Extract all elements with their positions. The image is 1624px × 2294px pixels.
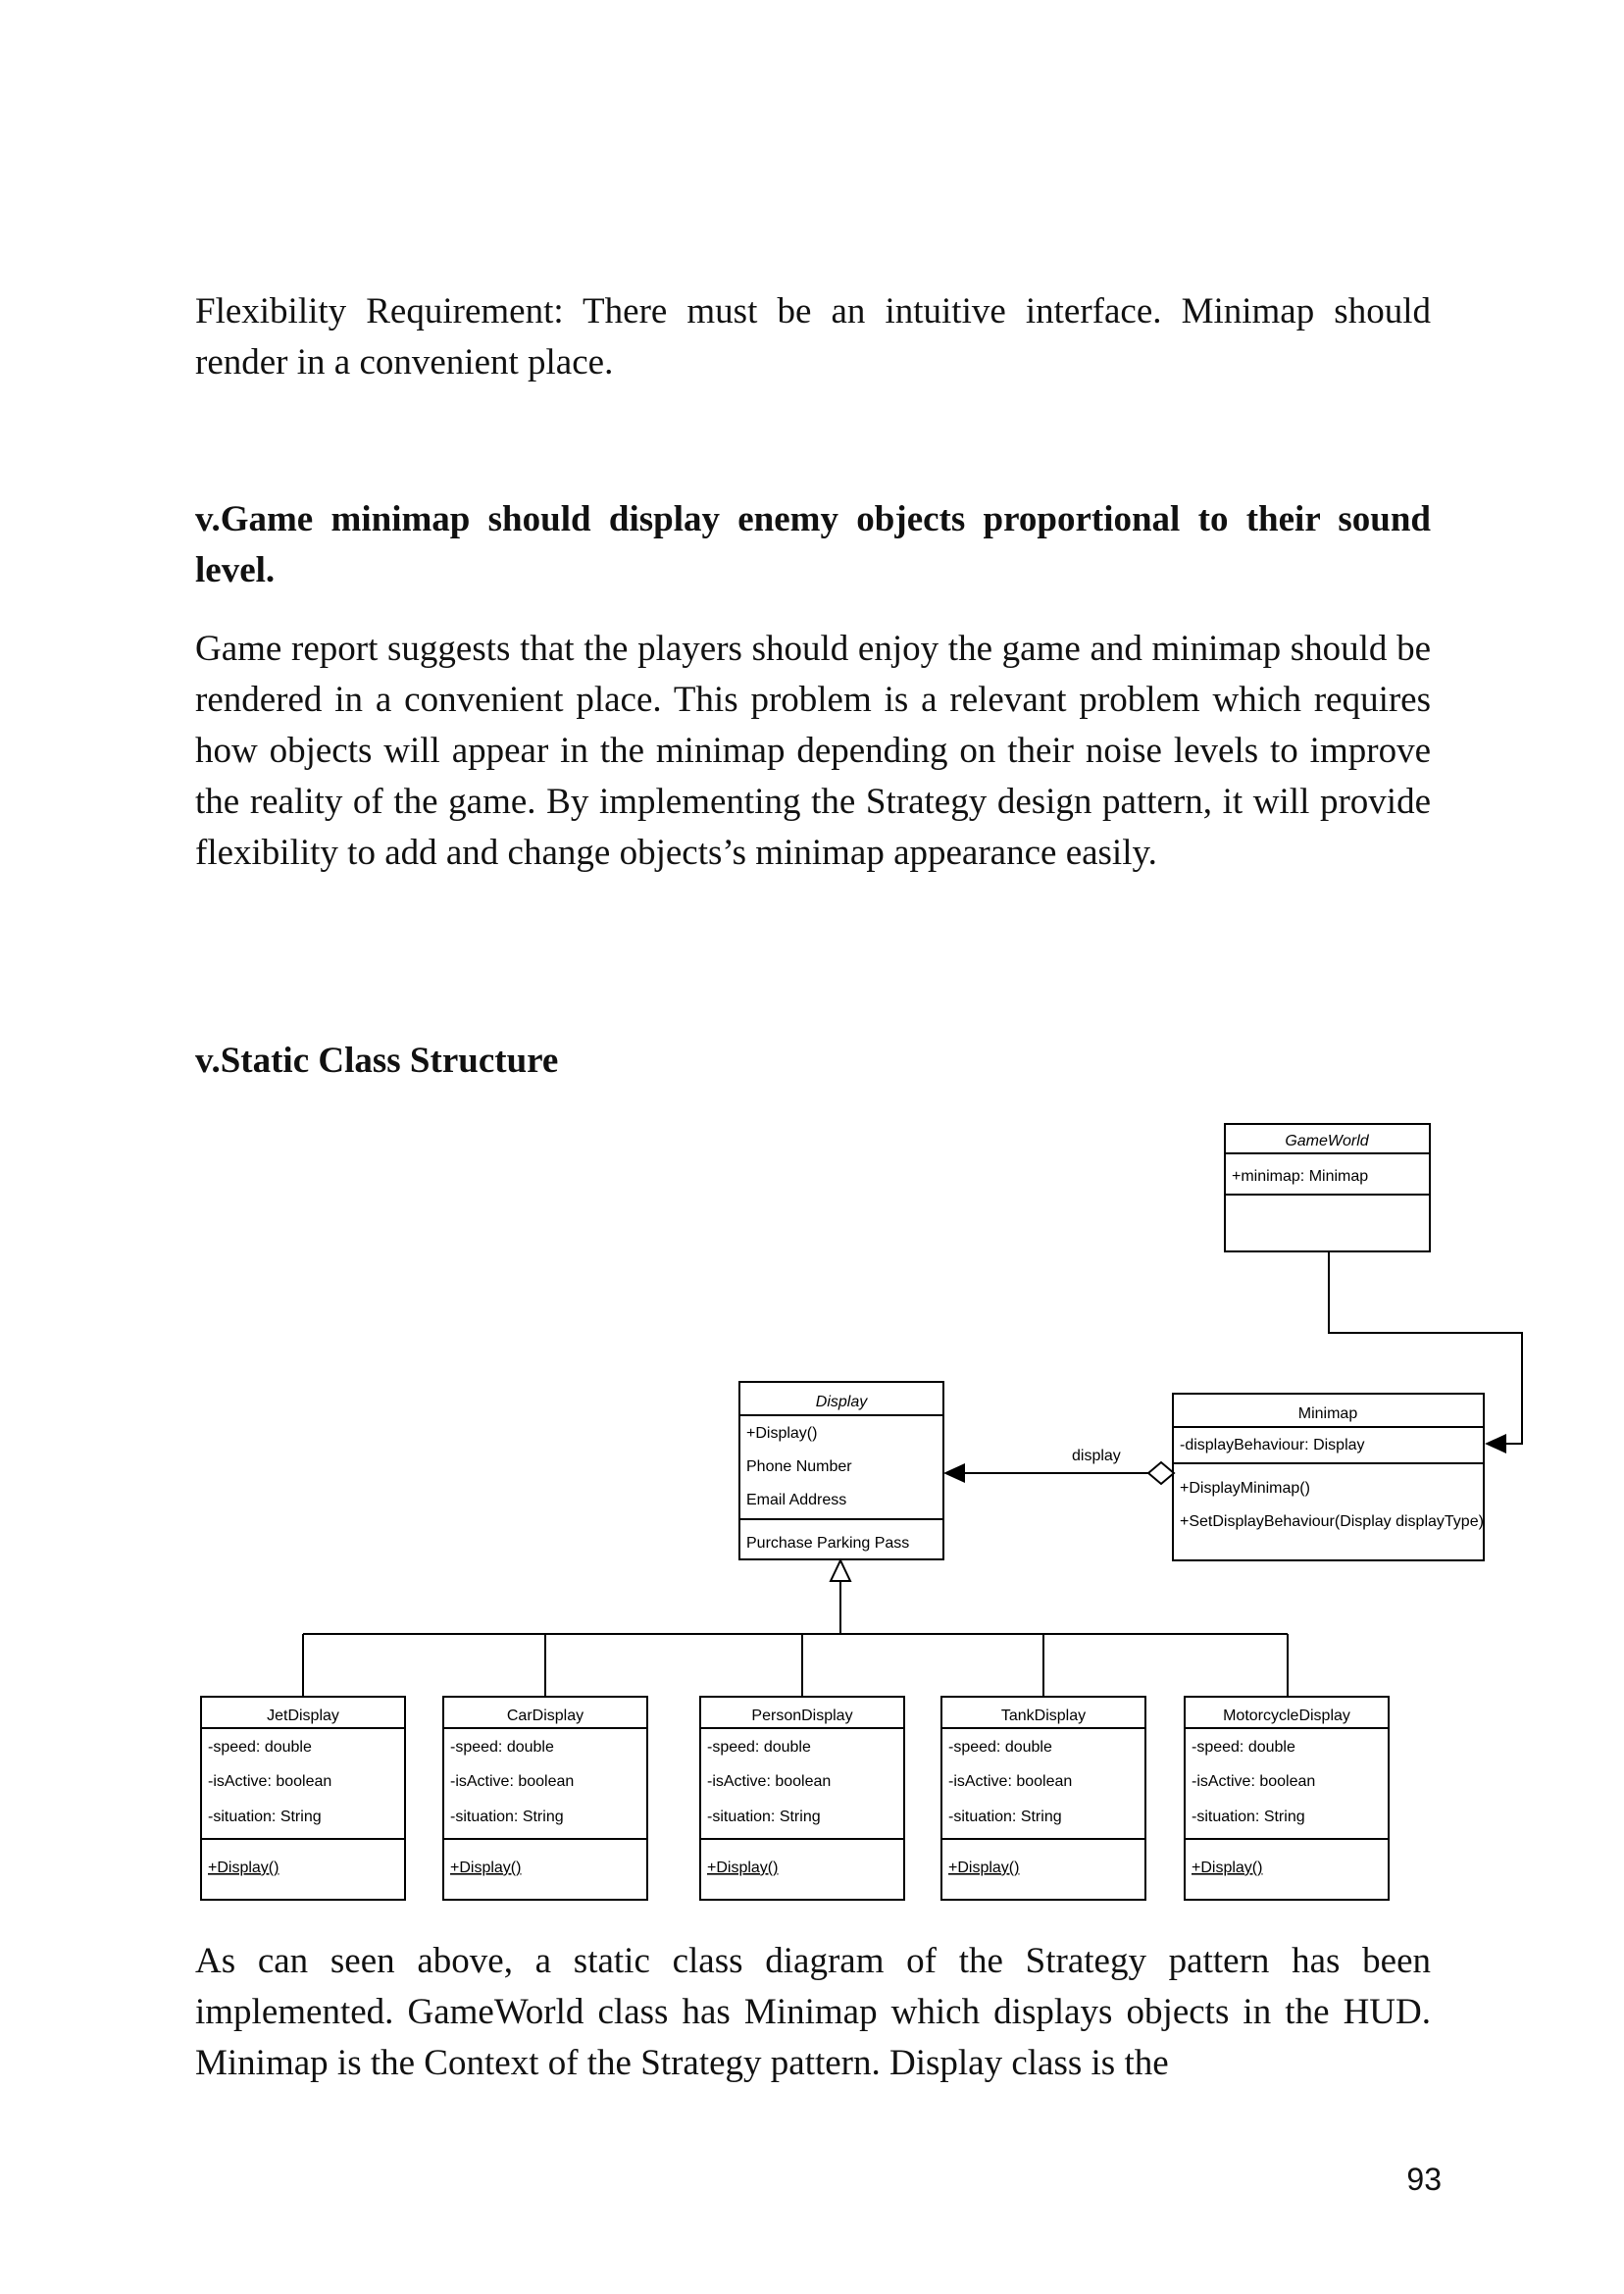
class-jetdisplay-box	[200, 1696, 406, 1901]
class-cardisplay-attribute-3: -situation: String	[450, 1809, 564, 1825]
class-cardisplay: CarDisplay -speed: double -isActive: boo…	[442, 1696, 648, 1901]
class-cardisplay-name: CarDisplay	[507, 1708, 584, 1724]
class-display-attribute-1: +Display()	[746, 1425, 817, 1442]
game-report-paragraph: Game report suggests that the players sh…	[195, 629, 1431, 873]
class-motorcycledisplay-attribute-2: -isActive: boolean	[1192, 1773, 1315, 1790]
class-minimap-box	[1172, 1393, 1485, 1561]
class-jetdisplay-attribute-3: -situation: String	[208, 1809, 322, 1825]
class-display-attribute-3: Email Address	[746, 1492, 846, 1508]
aggregation-diamond-icon	[1146, 1460, 1176, 1486]
generalization-triangle-icon	[829, 1557, 852, 1582]
class-persondisplay-box	[699, 1696, 905, 1901]
class-minimap: Minimap -displayBehaviour: Display +Disp…	[1172, 1393, 1485, 1561]
class-motorcycledisplay-name: MotorcycleDisplay	[1223, 1708, 1350, 1724]
class-persondisplay-attribute-1: -speed: double	[707, 1739, 811, 1756]
class-jetdisplay-name: JetDisplay	[267, 1708, 339, 1724]
class-motorcycledisplay-method: +Display()	[1192, 1860, 1262, 1876]
class-jetdisplay-attribute-1: -speed: double	[208, 1739, 312, 1756]
class-gameworld-box	[1224, 1123, 1431, 1252]
class-gameworld-attribute: +minimap: Minimap	[1232, 1168, 1368, 1185]
class-jetdisplay: JetDisplay -speed: double -isActive: boo…	[200, 1696, 406, 1901]
class-persondisplay: PersonDisplay -speed: double -isActive: …	[699, 1696, 905, 1901]
gameworld-minimap-association	[1328, 1251, 1523, 1445]
class-minimap-attribute: -displayBehaviour: Display	[1180, 1437, 1365, 1453]
class-tankdisplay-method: +Display()	[948, 1860, 1019, 1876]
class-display: Display +Display() Phone Number Email Ad…	[738, 1381, 944, 1560]
class-tankdisplay-box	[940, 1696, 1146, 1901]
class-persondisplay-name: PersonDisplay	[751, 1708, 852, 1724]
class-tankdisplay-attribute-1: -speed: double	[948, 1739, 1052, 1756]
page-number: 93	[1406, 2162, 1442, 2197]
association-label: display	[1072, 1448, 1121, 1464]
aggregation-arrowhead-icon	[943, 1463, 965, 1483]
class-persondisplay-method: +Display()	[707, 1860, 778, 1876]
class-cardisplay-method: +Display()	[450, 1860, 521, 1876]
class-jetdisplay-method: +Display()	[208, 1860, 279, 1876]
flexibility-paragraph: Flexibility Requirement: There must be a…	[195, 291, 1431, 382]
section-heading-minimap: v.Game minimap should display enemy obje…	[195, 499, 1431, 590]
class-gameworld: GameWorld +minimap: Minimap	[1224, 1123, 1431, 1252]
class-motorcycledisplay: MotorcycleDisplay -speed: double -isActi…	[1184, 1696, 1390, 1901]
class-motorcycledisplay-attribute-1: -speed: double	[1192, 1739, 1295, 1756]
diagram-explanation-paragraph: As can seen above, a static class diagra…	[195, 1941, 1431, 2083]
class-persondisplay-attribute-2: -isActive: boolean	[707, 1773, 831, 1790]
class-cardisplay-attribute-1: -speed: double	[450, 1739, 554, 1756]
class-display-attribute-2: Phone Number	[746, 1458, 852, 1475]
class-minimap-name: Minimap	[1298, 1405, 1358, 1422]
class-jetdisplay-attribute-2: -isActive: boolean	[208, 1773, 331, 1790]
class-minimap-method-2: +SetDisplayBehaviour(Display displayType…	[1180, 1513, 1484, 1530]
class-cardisplay-box	[442, 1696, 648, 1901]
class-cardisplay-attribute-2: -isActive: boolean	[450, 1773, 574, 1790]
class-tankdisplay-attribute-3: -situation: String	[948, 1809, 1062, 1825]
class-display-name: Display	[816, 1394, 868, 1410]
class-display-box	[738, 1381, 944, 1560]
class-motorcycledisplay-attribute-3: -situation: String	[1192, 1809, 1305, 1825]
class-minimap-method-1: +DisplayMinimap()	[1180, 1480, 1310, 1497]
class-persondisplay-attribute-3: -situation: String	[707, 1809, 821, 1825]
class-tankdisplay: TankDisplay -speed: double -isActive: bo…	[940, 1696, 1146, 1901]
association-arrowhead-icon	[1485, 1434, 1506, 1453]
class-tankdisplay-name: TankDisplay	[1001, 1708, 1086, 1724]
class-gameworld-name: GameWorld	[1285, 1133, 1369, 1149]
class-tankdisplay-attribute-2: -isActive: boolean	[948, 1773, 1072, 1790]
section-heading-static-class: v.Static Class Structure	[195, 1041, 559, 1081]
class-display-method: Purchase Parking Pass	[746, 1535, 909, 1552]
class-motorcycledisplay-box	[1184, 1696, 1390, 1901]
